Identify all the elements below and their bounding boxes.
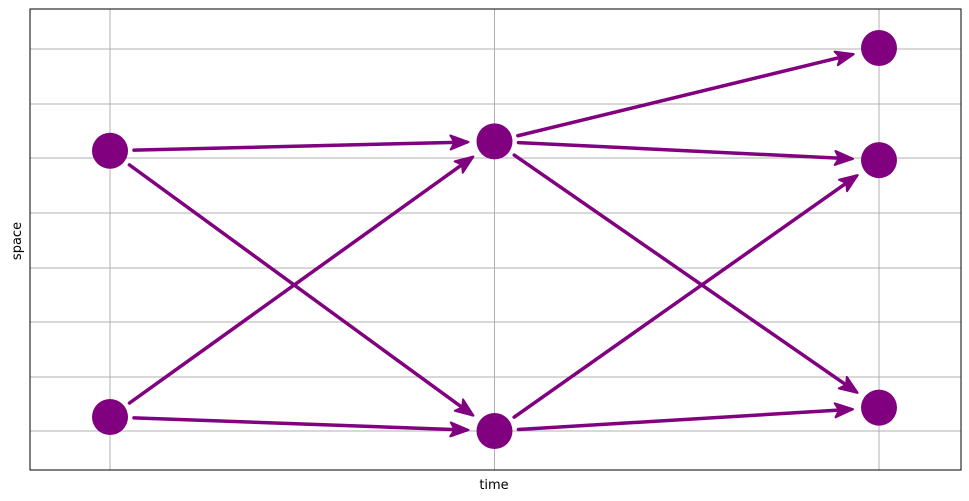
edge-arrow	[132, 134, 470, 152]
edge-arrow	[512, 153, 859, 394]
edge-line	[132, 140, 469, 152]
edge-arrow	[516, 50, 855, 138]
arrow-head	[837, 174, 859, 193]
arrow-head	[837, 375, 859, 394]
arrow-head	[449, 134, 470, 151]
edge-line	[516, 407, 853, 432]
arrow-head	[833, 402, 855, 419]
edge-arrow	[512, 174, 859, 419]
node-t2-mid	[861, 142, 897, 179]
edges	[127, 50, 859, 438]
node-t1-bottom	[476, 413, 513, 449]
plot-background	[30, 9, 961, 470]
node-t0-bottom	[92, 398, 128, 435]
arrow-head	[453, 155, 475, 174]
edge-line	[127, 163, 474, 417]
edge-line	[516, 140, 853, 161]
y-axis-label: space	[10, 222, 25, 260]
arrow-head	[453, 398, 475, 417]
x-axis-label: time	[479, 478, 508, 493]
edge-arrow	[516, 402, 855, 432]
edge-line	[127, 155, 474, 405]
arrow-head	[449, 421, 470, 438]
edge-line	[512, 153, 858, 394]
arrow-head	[833, 149, 855, 166]
plot-frame	[29, 8, 962, 471]
edge-line	[132, 416, 469, 432]
edge-arrow	[127, 155, 475, 405]
node-t2-bottom	[861, 389, 897, 426]
arrow-head	[833, 50, 855, 67]
edge-line	[512, 174, 858, 419]
nodes	[92, 30, 897, 449]
node-t0-top	[92, 132, 128, 169]
node-t2-top	[861, 30, 897, 66]
node-t1-top	[476, 123, 513, 160]
edge-line	[516, 52, 854, 138]
edge-arrow	[127, 163, 475, 417]
edge-arrow	[132, 416, 470, 438]
edge-arrow	[516, 140, 855, 166]
